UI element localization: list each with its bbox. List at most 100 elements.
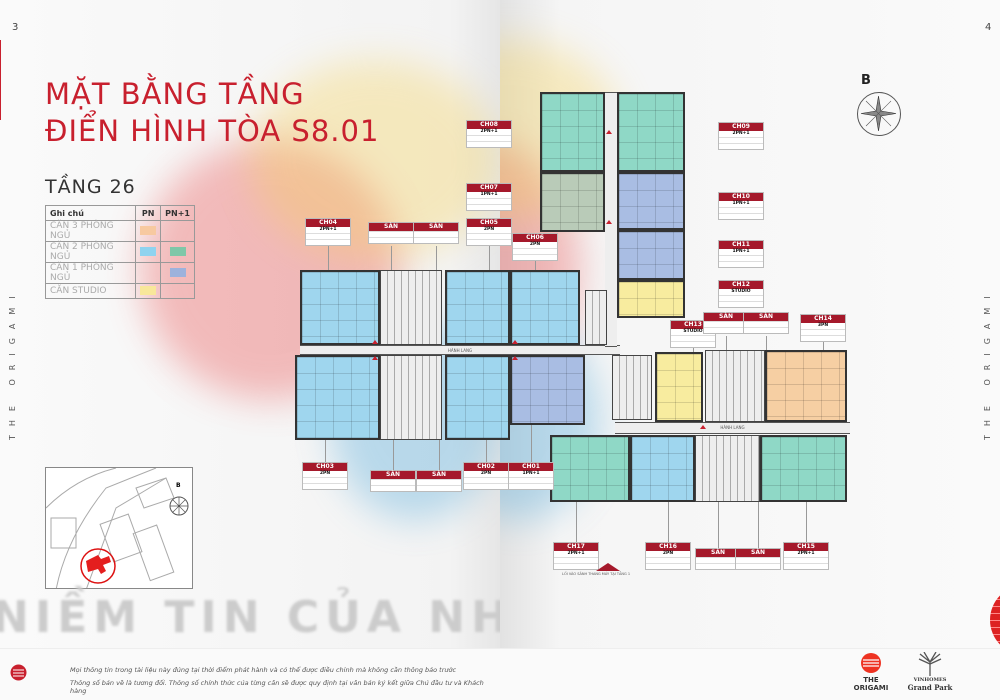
leader-line bbox=[576, 502, 577, 542]
banner-text: NIỀM TIN CỦA NHÀ ĐẦU TƯ bbox=[0, 592, 500, 643]
entry-marker-icon bbox=[512, 340, 518, 344]
unit-ch02[interactable] bbox=[445, 355, 510, 440]
unit-ch14[interactable] bbox=[765, 350, 847, 422]
unit-label: SÀN bbox=[703, 312, 749, 334]
unit-ch05[interactable] bbox=[445, 270, 510, 345]
unit-label: SÀN bbox=[368, 222, 414, 244]
unit-ch13[interactable] bbox=[655, 352, 703, 422]
leader-line bbox=[439, 440, 440, 470]
common-floor bbox=[585, 290, 607, 345]
common-floor bbox=[705, 350, 765, 422]
disclaimer: Thông số bản vẽ là tương đối. Thông số c… bbox=[70, 679, 484, 695]
unit-label: SÀN bbox=[370, 470, 416, 492]
unit-ch07[interactable] bbox=[540, 172, 605, 232]
unit-ch16[interactable] bbox=[630, 435, 695, 502]
unit-ch08[interactable] bbox=[540, 92, 605, 172]
entry-marker-icon bbox=[372, 340, 378, 344]
minimap-compass-label: B bbox=[176, 482, 181, 489]
unit-type: STUDIO bbox=[683, 329, 703, 334]
unit-type: STUDIO bbox=[731, 289, 751, 294]
unit-ch12[interactable] bbox=[617, 280, 685, 318]
unit-code: CH13 bbox=[671, 321, 715, 329]
unit-ch06[interactable] bbox=[510, 270, 580, 345]
unit-ch01[interactable] bbox=[510, 355, 585, 425]
legend-label: CĂN 2 PHÒNG NGỦ bbox=[44, 241, 137, 263]
unit-code: CH04 bbox=[306, 219, 350, 227]
leader-line bbox=[393, 440, 394, 470]
corridor: HÀNH LANG bbox=[300, 345, 620, 355]
side-text: THE ORIGAMI bbox=[983, 287, 992, 440]
unit-ch10[interactable] bbox=[617, 172, 685, 230]
legend-label: CĂN 1 PHÒNG NGỦ bbox=[44, 262, 137, 284]
entry-marker-icon bbox=[606, 220, 612, 224]
origami-logo-small bbox=[10, 664, 27, 681]
unit-label: SÀN bbox=[735, 548, 781, 570]
page-number: 4 bbox=[985, 22, 992, 33]
leader-line bbox=[436, 246, 437, 270]
unit-type: 1PN+1 bbox=[732, 201, 750, 206]
unit-ch03[interactable] bbox=[295, 355, 380, 440]
unit-label: SÀN bbox=[416, 470, 462, 492]
color-swatch bbox=[169, 268, 186, 277]
unit-code: SÀN bbox=[736, 549, 780, 557]
leader-line bbox=[391, 246, 392, 270]
common-floor bbox=[695, 435, 760, 502]
unit-type: 2PN bbox=[480, 471, 492, 476]
leader-line bbox=[325, 440, 326, 462]
color-swatch bbox=[169, 247, 186, 256]
origami-logo bbox=[861, 653, 881, 673]
unit-ch11[interactable] bbox=[617, 230, 685, 280]
page-title: MẶT BẰNG TẦNG ĐIỂN HÌNH TÒA S8.01 bbox=[45, 76, 379, 150]
unit-ch09[interactable] bbox=[617, 92, 685, 172]
unit-code: SÀN bbox=[417, 471, 461, 479]
unit-code: CH11 bbox=[719, 241, 763, 249]
corridor: HÀNH LANG bbox=[615, 422, 850, 434]
unit-label: SÀN bbox=[743, 312, 789, 334]
entry-marker-icon bbox=[606, 130, 612, 134]
unit-code: CH08 bbox=[467, 121, 511, 129]
entry-marker-icon bbox=[512, 356, 518, 360]
unit-type: 1PN+1 bbox=[732, 249, 750, 254]
unit-code: CH10 bbox=[719, 193, 763, 201]
legend-header: PN bbox=[135, 205, 162, 221]
leader-line bbox=[693, 344, 694, 352]
leader-line bbox=[486, 440, 487, 462]
legend-row: CĂN 3 PHÒNG NGỦ bbox=[44, 220, 195, 242]
unit-ch15[interactable] bbox=[760, 435, 847, 502]
vinhomes-logo bbox=[918, 652, 942, 676]
title-line: ĐIỂN HÌNH TÒA S8.01 bbox=[45, 114, 380, 148]
unit-type: 2PN+1 bbox=[732, 131, 750, 136]
unit-ch04[interactable] bbox=[300, 270, 380, 345]
unit-code: SÀN bbox=[704, 313, 748, 321]
entry-marker-icon bbox=[372, 356, 378, 360]
leader-line bbox=[328, 242, 329, 270]
common-floor bbox=[380, 355, 442, 440]
side-text: THE ORIGAMI bbox=[8, 287, 17, 440]
unit-code: CH07 bbox=[467, 184, 511, 192]
unit-code: CH05 bbox=[467, 219, 511, 227]
unit-label: SÀN bbox=[695, 548, 741, 570]
unit-code: CH06 bbox=[513, 234, 557, 242]
unit-code: SÀN bbox=[371, 471, 415, 479]
unit-type: 1PN+1 bbox=[480, 192, 498, 197]
unit-ch17[interactable] bbox=[550, 435, 630, 502]
unit-type: 1PN+1 bbox=[522, 471, 540, 476]
leader-line bbox=[726, 336, 727, 350]
disclaimer: Mọi thông tin trong tài liệu này đúng tạ… bbox=[70, 666, 457, 674]
unit-type: 2PN+1 bbox=[319, 227, 337, 232]
unit-code: CH15 bbox=[784, 543, 828, 551]
compass-label: B bbox=[861, 73, 871, 88]
site-minimap: B bbox=[45, 467, 193, 589]
unit-code: CH03 bbox=[303, 463, 347, 471]
unit-label: SÀN bbox=[413, 222, 459, 244]
